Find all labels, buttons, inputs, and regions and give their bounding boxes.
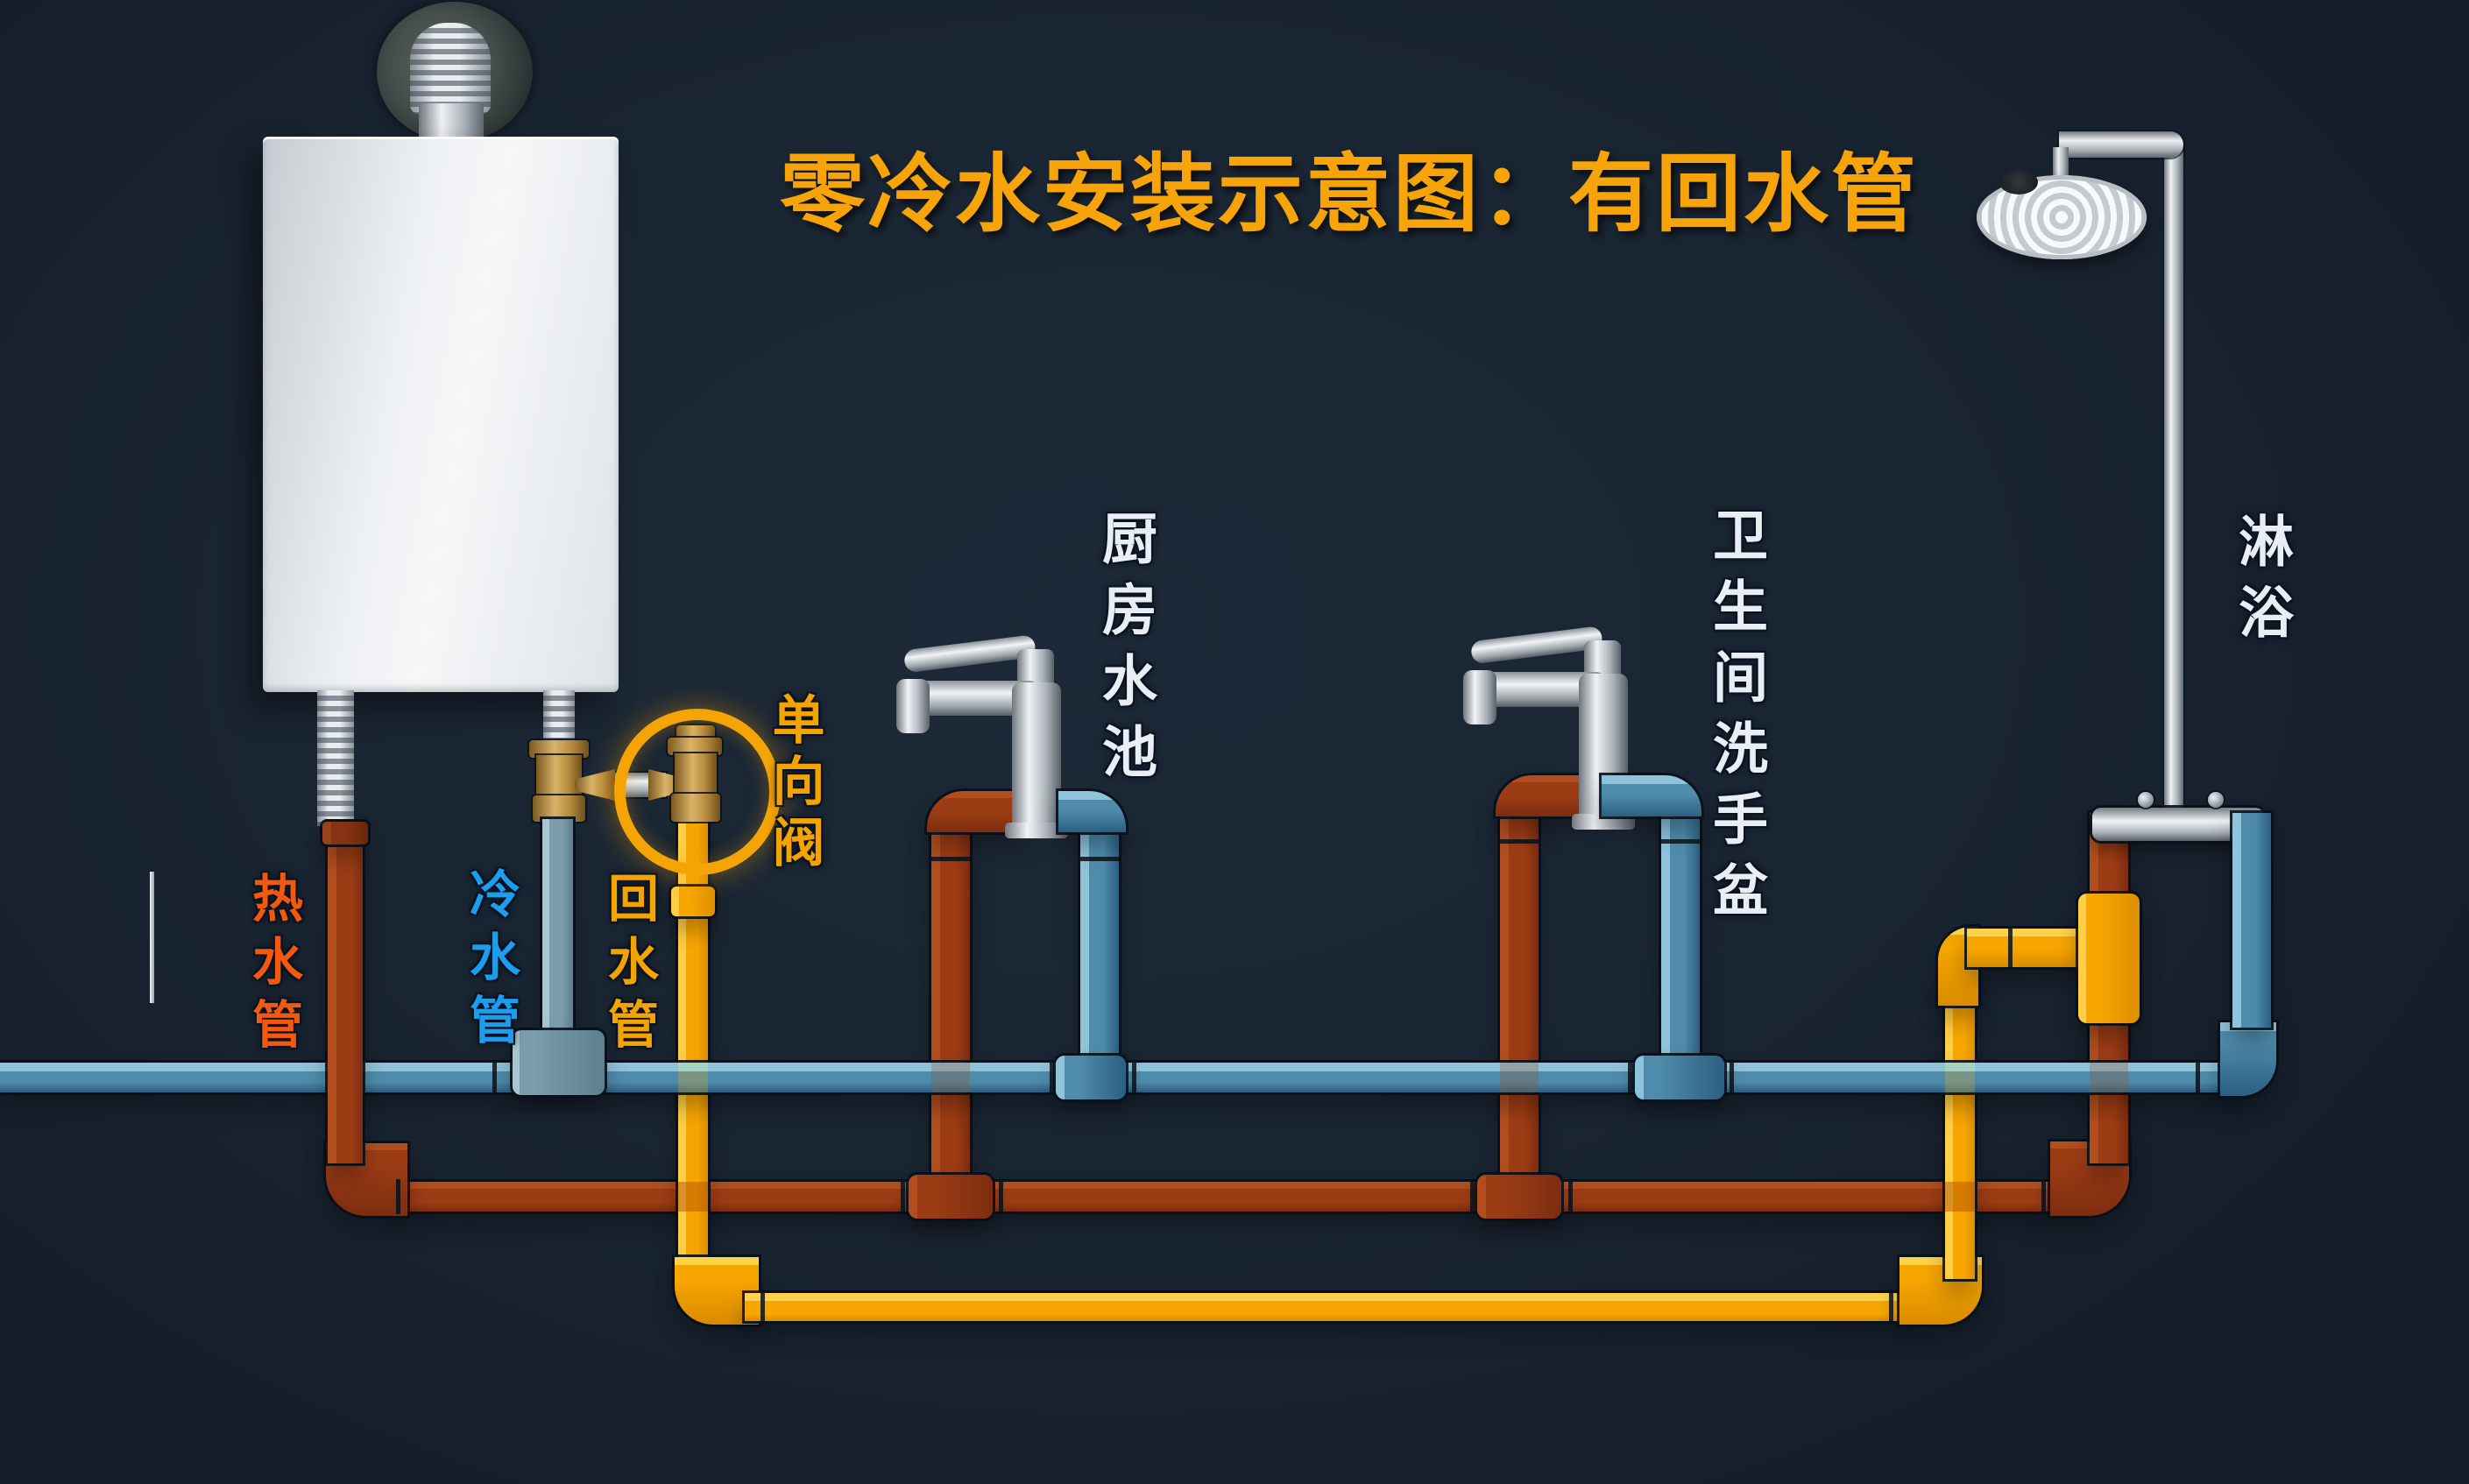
pipe-joint bbox=[1568, 1179, 1573, 1214]
heater-cold-tee bbox=[513, 1030, 605, 1095]
heater-cold-threaded-pipe bbox=[543, 690, 575, 745]
return-bottom-run bbox=[745, 1293, 1910, 1321]
cold-main-right-elbow bbox=[2220, 1022, 2276, 1096]
mixer-screw bbox=[2208, 792, 2224, 808]
cold-valve-top-nut bbox=[529, 740, 589, 758]
return-pipe-collar bbox=[671, 887, 715, 916]
bathroom-hot-elbow bbox=[1496, 775, 1590, 816]
kitchen-faucet-icon bbox=[889, 626, 1082, 841]
heater-cold-feed-pipe bbox=[542, 819, 573, 1069]
pipe-joint bbox=[761, 1290, 765, 1323]
check-valve-highlight-ring bbox=[614, 709, 781, 875]
pipe-joint bbox=[999, 1179, 1003, 1214]
pipe-crossing-blend bbox=[1945, 1063, 1975, 1092]
kitchen-cold-tee bbox=[1056, 1056, 1126, 1099]
water-heater bbox=[263, 137, 619, 692]
pipe-joint bbox=[1889, 1290, 1893, 1323]
shower-arm bbox=[2059, 131, 2183, 158]
pipe-joint bbox=[2008, 926, 2013, 969]
check-valve-label: 单向阀 bbox=[763, 692, 824, 876]
heater-hot-threaded-pipe bbox=[317, 690, 354, 826]
pipe-joint bbox=[1080, 857, 1119, 861]
pipe-joint bbox=[2041, 1179, 2046, 1214]
kitchen-hot-tee bbox=[909, 1175, 993, 1219]
page-title: 零冷水安装示意图：有回水管 bbox=[780, 145, 1919, 244]
pipe-joint bbox=[1050, 1060, 1054, 1095]
bathroom-cold-elbow bbox=[1602, 775, 1701, 816]
kitchen-sink-label: 厨房水池 bbox=[1093, 510, 1157, 794]
bathroom-cold-tee bbox=[1635, 1056, 1724, 1099]
pipe-crossing-blend bbox=[1500, 1063, 1539, 1092]
bathroom-hot-riser bbox=[1500, 802, 1539, 1191]
return-pipe-label: 回水管 bbox=[599, 872, 659, 1061]
heater-hot-pipe-cap bbox=[322, 822, 368, 844]
cold-valve-body bbox=[536, 755, 582, 801]
shower-head-joint bbox=[1999, 170, 2038, 194]
wall-mark-line bbox=[150, 872, 154, 1003]
pipe-joint bbox=[931, 857, 970, 861]
kitchen-cold-elbow bbox=[1058, 791, 1126, 832]
return-top-run bbox=[1967, 929, 2094, 967]
heater-hot-outlet-pipe bbox=[328, 822, 363, 1163]
kitchen-hot-riser bbox=[931, 819, 970, 1191]
pipe-crossing-blend bbox=[2090, 1063, 2128, 1092]
bathroom-hot-tee bbox=[1477, 1175, 1561, 1219]
flue-pipe-icon bbox=[410, 23, 491, 114]
pipe-joint bbox=[1132, 1060, 1136, 1095]
pipe-joint bbox=[2196, 1060, 2200, 1095]
pipe-joint bbox=[1470, 1179, 1475, 1214]
cold-pipe-label: 冷水管 bbox=[461, 867, 520, 1056]
pipe-joint bbox=[492, 1060, 497, 1095]
cold-valve-bottom-nut bbox=[533, 795, 585, 822]
hot-water-main-pipe bbox=[399, 1182, 2059, 1212]
bathroom-cold-riser bbox=[1661, 802, 1700, 1069]
pipe-joint bbox=[396, 1179, 400, 1214]
shower-cold-riser bbox=[2232, 813, 2271, 1028]
pipe-crossing-blend bbox=[1945, 1182, 1975, 1212]
pipe-joint bbox=[901, 1179, 905, 1214]
pipe-joint bbox=[1661, 839, 1700, 844]
shower-pole bbox=[2164, 145, 2183, 811]
return-tee-into-shower-hot bbox=[2078, 894, 2140, 1023]
pipe-joint bbox=[1628, 1060, 1632, 1095]
pipe-crossing-blend bbox=[678, 1182, 708, 1212]
shower-label: 淋浴 bbox=[2230, 512, 2294, 654]
pipe-crossing-blend bbox=[678, 1063, 708, 1092]
return-riser-to-shower bbox=[1945, 955, 1975, 1279]
pipe-crossing-blend bbox=[931, 1063, 970, 1092]
hot-pipe-label: 热水管 bbox=[244, 872, 303, 1061]
bathroom-basin-label: 卫生间洗手盆 bbox=[1704, 506, 1768, 932]
mixer-screw bbox=[2138, 792, 2154, 808]
pipe-joint bbox=[1500, 839, 1539, 844]
pipe-joint bbox=[1730, 1060, 1734, 1095]
